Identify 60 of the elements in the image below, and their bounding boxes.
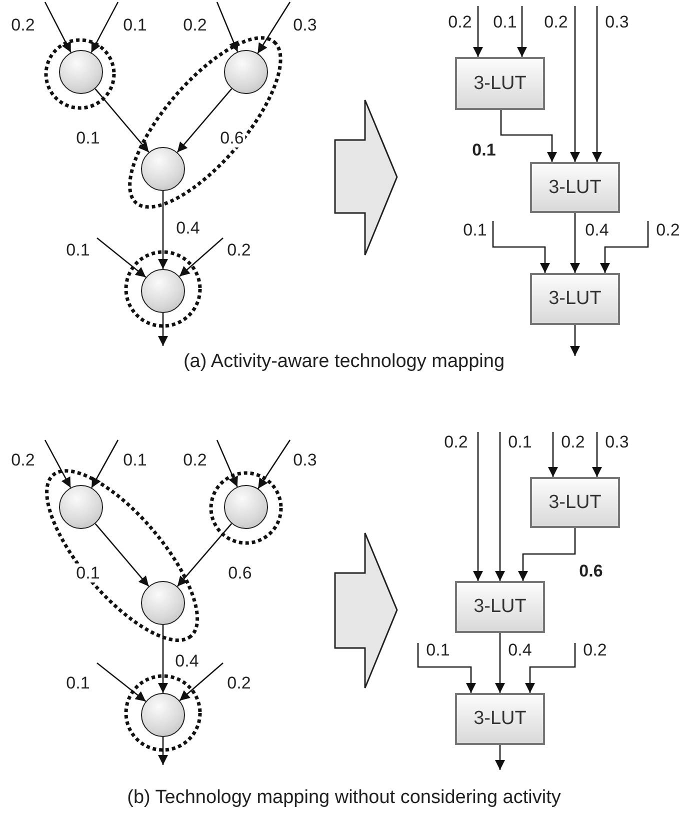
arrow <box>158 737 168 765</box>
arrow <box>570 6 580 162</box>
arrow <box>548 432 558 477</box>
dotted-circle <box>209 471 283 545</box>
arrow <box>600 221 649 273</box>
circle-node <box>141 269 185 313</box>
arrow <box>592 6 602 162</box>
arrow <box>517 6 527 57</box>
dotted-circle <box>124 250 202 328</box>
arrow <box>158 313 168 346</box>
arrow <box>570 325 580 356</box>
dotted-ellipse <box>128 36 282 208</box>
arrow <box>492 221 550 273</box>
lut-box: 3-LUT <box>530 477 620 528</box>
circle-node <box>224 50 268 94</box>
arrow <box>91 440 119 488</box>
circle-node <box>140 580 185 625</box>
lut-box: 3-LUT <box>530 162 620 213</box>
arrow <box>176 523 232 587</box>
circle-node <box>141 693 185 737</box>
arrow <box>495 745 505 770</box>
arrow <box>570 213 580 273</box>
circle-node <box>140 146 185 191</box>
arrow <box>158 191 168 269</box>
circle-node <box>224 485 268 529</box>
arrow <box>473 432 483 581</box>
arrow <box>44 440 72 488</box>
arrow <box>90 2 119 53</box>
arrow <box>216 2 238 52</box>
edge-label: 0.6 <box>219 128 245 148</box>
arrow <box>500 110 557 162</box>
arrow <box>473 6 483 57</box>
arrow <box>495 432 505 581</box>
arrow <box>592 432 602 477</box>
caption: (a) Activity-aware technology mapping <box>183 351 505 373</box>
arrow <box>257 2 291 54</box>
arrow <box>176 88 232 153</box>
lut-box: 3-LUT <box>455 581 545 633</box>
arrow <box>495 633 505 693</box>
arrow <box>96 662 146 702</box>
dotted-circle <box>44 38 116 110</box>
arrow <box>179 662 224 702</box>
lut-box: 3-LUT <box>530 273 620 325</box>
arrow <box>518 528 576 581</box>
arrow <box>96 238 146 278</box>
arrow <box>44 2 72 53</box>
arrow <box>94 523 150 587</box>
arrow <box>94 88 150 153</box>
arrow <box>417 643 476 693</box>
arrow <box>258 440 291 489</box>
circle-node <box>58 484 103 529</box>
lut-box: 3-LUT <box>455 57 545 110</box>
lut-box: 3-LUT <box>455 693 545 745</box>
arrow <box>216 440 238 488</box>
edge-label: 0.1 <box>75 564 101 582</box>
arrow <box>525 643 576 693</box>
dotted-circle <box>124 674 202 752</box>
circle-node <box>59 50 103 94</box>
caption: (b) Technology mapping without considering activity <box>127 787 561 809</box>
arrow <box>179 238 224 277</box>
